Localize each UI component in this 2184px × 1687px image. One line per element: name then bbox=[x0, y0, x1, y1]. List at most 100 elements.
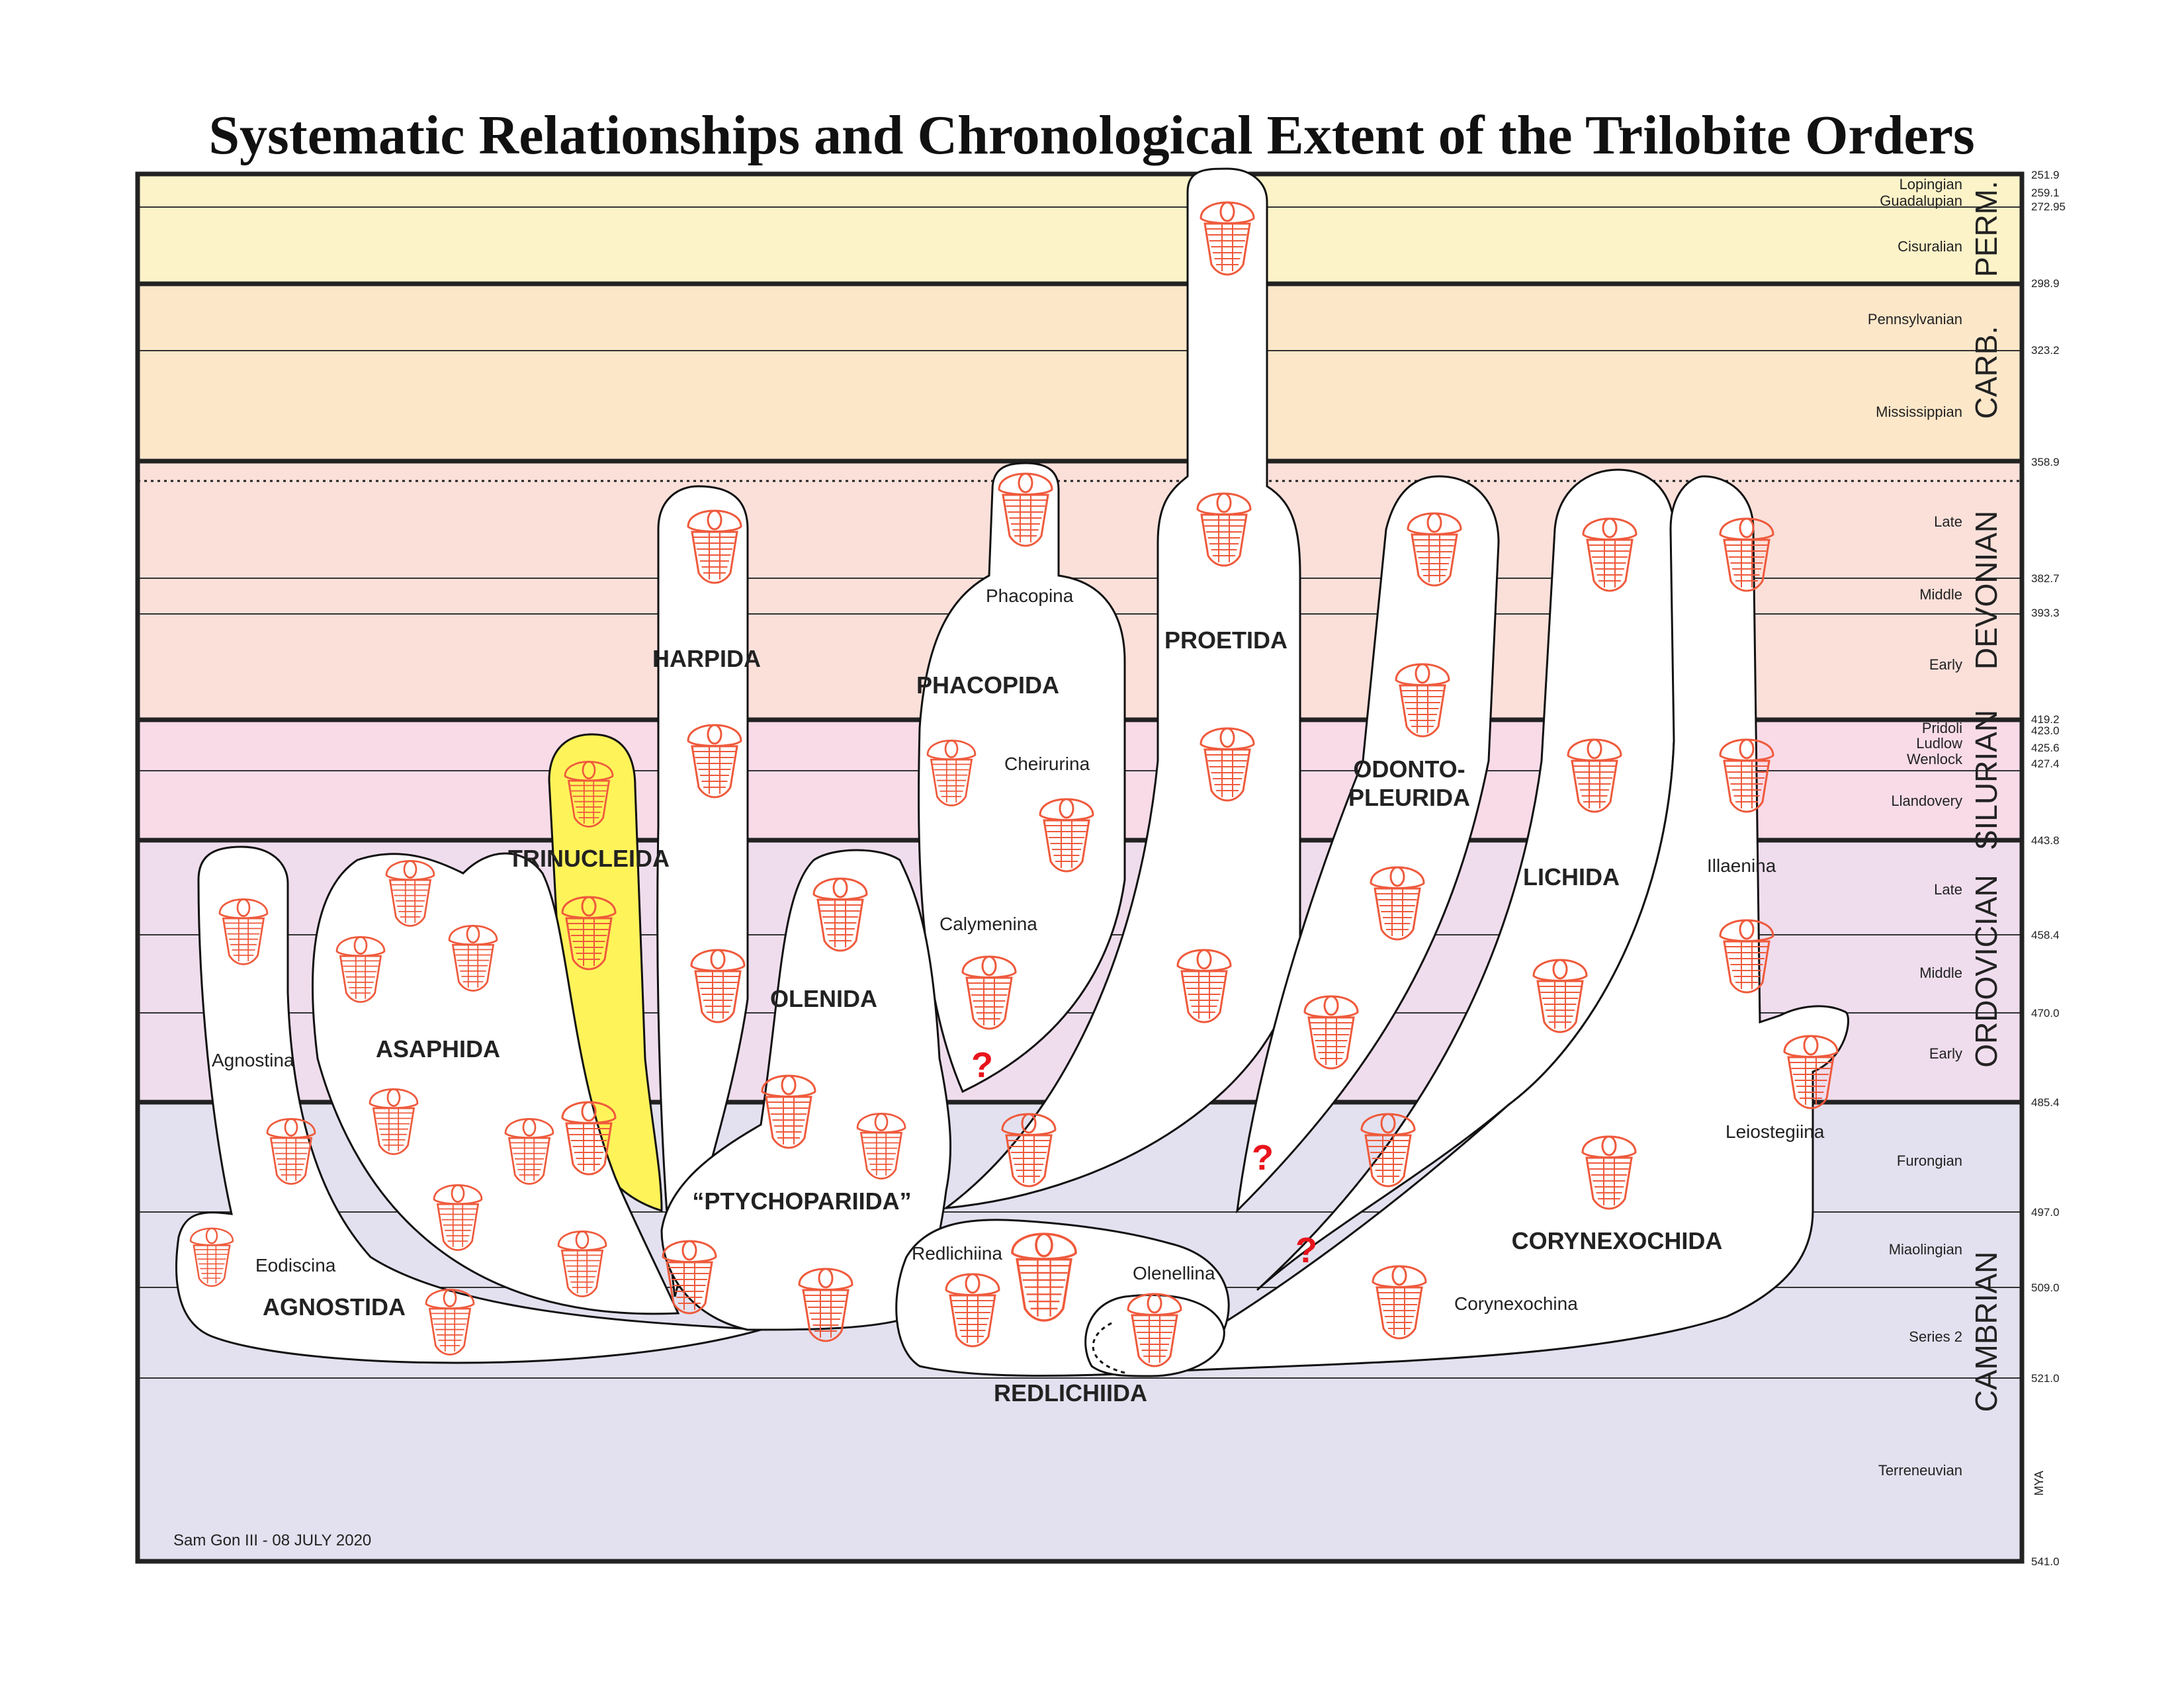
epoch-label: Mississippian bbox=[1876, 404, 1962, 420]
suborder-labels: Agnostina Eodiscina Phacopina Cheirurina… bbox=[212, 585, 1825, 1314]
age-labels: 251.9 259.1 272.95 298.9 323.2 358.9 382… bbox=[2031, 169, 2066, 1568]
epoch-label: Wenlock bbox=[1907, 751, 1963, 767]
epoch-label: Late bbox=[1934, 881, 1962, 898]
suborder-label-leiostegiina: Leiostegiina bbox=[1725, 1121, 1825, 1142]
age-label: 323.2 bbox=[2031, 344, 2060, 357]
epoch-label: Llandovery bbox=[1891, 793, 1962, 809]
lobe-odontopleurida bbox=[1235, 475, 1500, 1214]
trilobite-icon bbox=[798, 1268, 853, 1342]
age-label: 259.1 bbox=[2031, 187, 2060, 199]
epoch-label: Early bbox=[1929, 656, 1962, 673]
order-label-corynexochida: CORYNEXOCHIDA bbox=[1512, 1227, 1723, 1254]
diagram-title: Systematic Relationships and Chronologic… bbox=[208, 105, 1974, 166]
trilobite-icon bbox=[1360, 1113, 1416, 1188]
suborder-label-phacopina: Phacopina bbox=[986, 585, 1074, 606]
age-label: 358.9 bbox=[2031, 456, 2060, 468]
trilobite-icon bbox=[557, 1231, 607, 1297]
lobe-agnostida bbox=[175, 845, 762, 1364]
epoch-label: Miaolingian bbox=[1889, 1241, 1962, 1258]
order-label-redlichiida: REDLICHIIDA bbox=[994, 1379, 1147, 1406]
lobe-lichida bbox=[1256, 468, 1675, 1291]
trilobite-icon bbox=[926, 740, 977, 806]
trilobite-icon bbox=[961, 955, 1017, 1030]
trilobite-icon bbox=[1370, 866, 1425, 941]
order-label-ptychopariida: “PTYCHOPARIIDA” bbox=[692, 1188, 911, 1215]
trilobite-icon bbox=[189, 1227, 234, 1287]
trilobite-icon bbox=[1011, 1233, 1077, 1322]
age-label: 485.4 bbox=[2031, 1096, 2060, 1109]
trilobite-icon bbox=[1303, 995, 1359, 1070]
trilobite-icon bbox=[1567, 738, 1622, 813]
trilobite-icon bbox=[945, 1273, 1000, 1348]
trilobite-icon bbox=[1581, 1135, 1637, 1210]
order-label-agnostida: AGNOSTIDA bbox=[263, 1293, 406, 1320]
epoch-label: Pennsylvanian bbox=[1868, 311, 1962, 327]
period-label-devonian: DEVONIAN bbox=[1969, 511, 2003, 670]
trilobite-icon bbox=[1127, 1293, 1182, 1367]
trilobite-icon bbox=[1039, 798, 1094, 873]
band-perm bbox=[138, 174, 2022, 284]
lobe-olenellina bbox=[1084, 1294, 1225, 1377]
order-label-odontopleurida-2: PLEURIDA bbox=[1348, 784, 1470, 811]
trilobite-icon bbox=[369, 1088, 419, 1155]
suborder-label-eodiscina: Eodiscina bbox=[255, 1255, 336, 1276]
trilobite-icon bbox=[1407, 512, 1462, 587]
period-label-cambrian: CAMBRIAN bbox=[1969, 1252, 2003, 1412]
order-label-odontopleurida-1: ODONTO- bbox=[1353, 756, 1465, 783]
question-mark-odontopleurida: ? bbox=[1252, 1138, 1274, 1178]
age-label: 458.4 bbox=[2031, 929, 2060, 941]
suborder-label-illaenina: Illaenina bbox=[1707, 855, 1776, 876]
trilobite-icon bbox=[335, 936, 386, 1003]
trilobite-icon bbox=[1783, 1035, 1839, 1109]
epoch-label: Terreneuvian bbox=[1878, 1462, 1962, 1479]
period-label-carb: CARB. bbox=[1969, 326, 2003, 419]
age-label: 425.6 bbox=[2031, 742, 2060, 754]
age-label: 272.95 bbox=[2031, 200, 2066, 213]
suborder-label-calymenina: Calymenina bbox=[939, 914, 1037, 934]
trilobite-icon bbox=[662, 1240, 717, 1315]
trilobite-icon bbox=[687, 724, 742, 799]
trilobite-icon bbox=[1176, 949, 1232, 1023]
epoch-label: Series 2 bbox=[1909, 1328, 1962, 1345]
epoch-label: Middle bbox=[1919, 586, 1962, 603]
lobe-phacopida bbox=[918, 462, 1126, 1094]
epoch-label: Furongian bbox=[1897, 1152, 1962, 1169]
age-label: 393.3 bbox=[2031, 607, 2060, 619]
trilobite-glyphs bbox=[189, 201, 1839, 1367]
epoch-label: Ludlow bbox=[1916, 735, 1962, 752]
suborder-label-agnostina: Agnostina bbox=[212, 1050, 294, 1070]
epoch-label: Cisuralian bbox=[1898, 238, 1962, 255]
order-label-lichida: LICHIDA bbox=[1523, 863, 1620, 890]
suborder-label-corynexochina: Corynexochina bbox=[1454, 1293, 1578, 1314]
trilobite-icon bbox=[561, 896, 617, 971]
question-mark-phacopida: ? bbox=[971, 1045, 993, 1085]
trilobite-icon bbox=[1372, 1265, 1427, 1340]
lobe-proetida bbox=[942, 167, 1301, 1210]
epoch-labels: Lopingian Guadalupian Cisuralian Pennsyl… bbox=[1868, 176, 1963, 1479]
period-label-silurian: SILURIAN bbox=[1969, 710, 2003, 850]
trilobite-icon bbox=[761, 1074, 816, 1149]
order-label-phacopida: PHACOPIDA bbox=[916, 671, 1059, 699]
period-labels: PERM. CARB. DEVONIAN SILURIAN ORDOVICIAN… bbox=[1969, 181, 2003, 1412]
order-label-asaphida: ASAPHIDA bbox=[376, 1035, 500, 1062]
question-marks: ? ? ? bbox=[971, 1045, 1317, 1270]
age-label: 521.0 bbox=[2031, 1372, 2060, 1385]
age-label: 509.0 bbox=[2031, 1281, 2060, 1294]
trilobite-icon bbox=[218, 898, 269, 965]
trilobite-icon bbox=[385, 860, 435, 927]
trilobite-icon bbox=[998, 472, 1053, 547]
trilobite-icon bbox=[690, 949, 746, 1023]
lineage-lobes bbox=[175, 167, 1849, 1377]
trilobite-icon bbox=[1532, 959, 1588, 1033]
age-label: 470.0 bbox=[2031, 1007, 2060, 1019]
trilobite-icon bbox=[687, 509, 742, 584]
order-label-trinucleida: TRINUCLEIDA bbox=[508, 845, 670, 872]
order-labels: AGNOSTIDA ASAPHIDA TRINUCLEIDA HARPIDA O… bbox=[263, 627, 1722, 1406]
epoch-label: Early bbox=[1929, 1045, 1962, 1062]
age-label: 251.9 bbox=[2031, 169, 2060, 181]
trilobite-icon bbox=[1719, 738, 1774, 813]
question-mark-lichida: ? bbox=[1295, 1231, 1317, 1270]
unit-label: MYA bbox=[2032, 1471, 2046, 1496]
epoch-label: Late bbox=[1934, 513, 1962, 530]
